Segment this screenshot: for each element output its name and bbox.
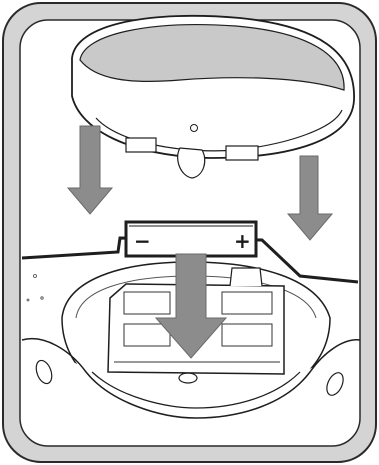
left-down-arrow <box>66 125 114 215</box>
toy-bottom-curve <box>91 371 301 409</box>
battery-slot-right-lower <box>221 323 273 347</box>
cover-top-surface <box>79 24 345 91</box>
cover-screw-hole <box>190 124 198 132</box>
battery: − + <box>124 220 258 258</box>
center-down-arrow <box>154 253 228 359</box>
cover-latch-right <box>225 145 259 161</box>
cover-screw-post <box>177 147 206 179</box>
compartment-tab <box>229 267 263 287</box>
battery-slot-left <box>123 291 171 315</box>
battery-slot-left-lower <box>123 323 171 347</box>
battery-plus-label: + <box>234 229 251 253</box>
cover-latch-left <box>125 137 157 153</box>
toy-bottom-outline <box>21 338 361 419</box>
left-foot-hole <box>35 359 53 385</box>
latch-notch <box>178 372 198 384</box>
right-foot-hole <box>326 372 344 396</box>
battery-slot-right <box>221 291 273 315</box>
toy-bottom-base <box>36 351 352 430</box>
surface-dots <box>26 274 44 302</box>
right-down-arrow <box>286 155 334 241</box>
battery-minus-label: − <box>134 229 151 253</box>
